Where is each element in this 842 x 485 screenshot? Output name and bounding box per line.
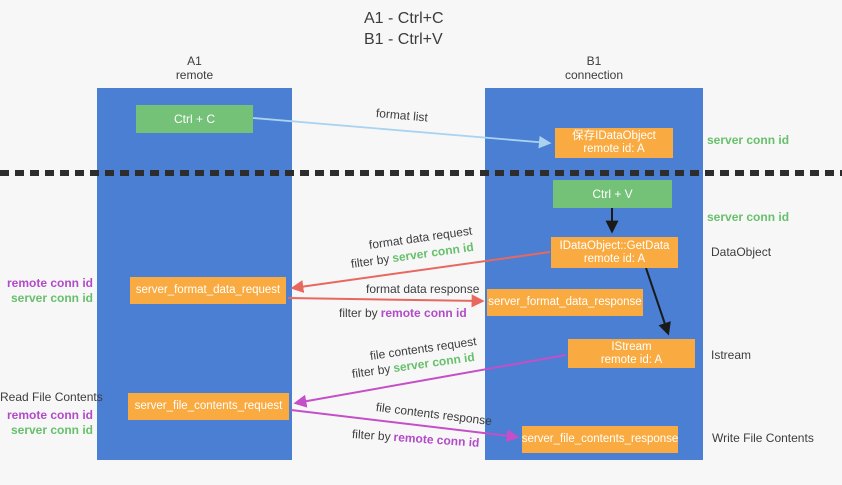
left-server-conn-id-bottom: server conn id: [10, 423, 93, 437]
node-server-format-data-request: server_format_data_request: [130, 277, 286, 304]
format-data-request-arrow: [290, 251, 551, 293]
file-contents-request-arrow: [293, 354, 567, 408]
file-contents-response-arrow: [290, 409, 520, 443]
node-file-response-label: server_file_contents_response: [521, 433, 679, 445]
node-idataobject-getdata: IDataObject::GetData remote id: A: [551, 237, 678, 268]
node-ctrl-c-label: Ctrl + C: [173, 111, 215, 126]
node-save-idataobject-line1: 保存IDataObject: [572, 130, 656, 142]
node-ctrl-v-label: Ctrl + V: [592, 186, 633, 201]
node-istream-line2: remote id: A: [600, 353, 663, 366]
lane-header-a1: A1 remote: [97, 54, 292, 82]
format-data-response-arrow: [287, 294, 485, 308]
lane-b1-title: B1: [586, 54, 602, 68]
filter-by-text: filter by: [351, 427, 392, 444]
left-remote-conn-id-bottom: remote conn id: [6, 408, 93, 422]
left-remote-conn-id-top: remote conn id: [6, 276, 93, 290]
label-format-data-response: format data response: [366, 282, 480, 296]
node-getdata-line1: IDataObject::GetData: [559, 239, 670, 252]
node-ctrl-v: Ctrl + V: [553, 180, 672, 208]
title-line-a1: A1 - Ctrl+C: [364, 10, 444, 27]
node-file-request-label: server_file_contents_request: [134, 400, 283, 412]
remote-conn-id-text: remote conn id: [380, 306, 467, 320]
getdata-to-istream-arrow: [645, 267, 671, 336]
diagram-title: A1 - Ctrl+C B1 - Ctrl+V: [364, 8, 444, 50]
lane-b1-subtitle: connection: [564, 68, 624, 82]
left-server-conn-id-top: server conn id: [10, 291, 93, 305]
lane-a1-subtitle: remote: [175, 68, 214, 82]
node-server-file-contents-response: server_file_contents_response: [522, 426, 678, 453]
node-istream-line1: IStream: [611, 340, 652, 353]
node-server-file-contents-request: server_file_contents_request: [128, 393, 289, 420]
format-list-arrow: [252, 117, 552, 149]
node-save-idataobject-line2: remote id: A: [583, 143, 645, 155]
right-server-conn-id-top: server conn id: [707, 133, 790, 147]
right-write-file-contents-label: Write File Contents: [712, 431, 814, 445]
node-istream: IStream remote id: A: [568, 339, 695, 368]
node-getdata-line2: remote id: A: [583, 252, 646, 265]
filter-by-text: filter by: [339, 306, 378, 320]
right-istream-label: Istream: [711, 348, 752, 362]
node-server-format-data-response: server_format_data_response: [487, 289, 643, 316]
lane-a1-title: A1: [187, 54, 202, 68]
right-dataobject-label: DataObject: [711, 245, 772, 259]
right-server-conn-id-mid: server conn id: [707, 210, 790, 224]
title-line-b1: B1 - Ctrl+V: [364, 31, 443, 48]
node-format-request-label: server_format_data_request: [135, 284, 281, 296]
lane-header-b1: B1 connection: [485, 54, 703, 82]
node-save-idataobject: 保存IDataObject remote id: A: [555, 128, 673, 158]
left-read-file-contents-label: Read File Contents: [0, 390, 103, 404]
node-ctrl-c: Ctrl + C: [136, 105, 253, 133]
dotted-divider-line: [0, 170, 842, 176]
node-format-response-label: server_format_data_response: [488, 296, 642, 308]
